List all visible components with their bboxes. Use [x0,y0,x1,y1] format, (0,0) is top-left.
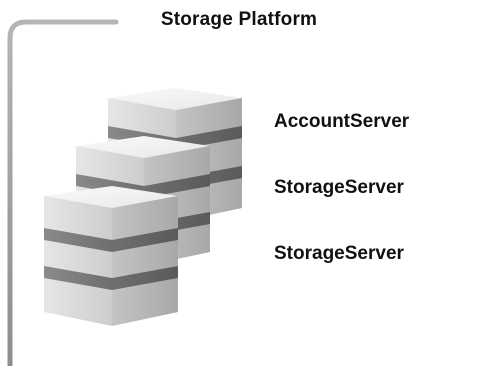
storage-server-label-1: StorageServer [274,177,404,198]
cube-top [108,88,242,110]
frame-left-border [7,19,119,366]
cube-band [44,266,112,290]
panel-title: Storage Platform [122,9,356,31]
storage-server-label-2: StorageServer [274,243,404,264]
cube-band [112,228,178,252]
cube-band [144,174,210,198]
cube-band [112,266,178,290]
cube-band [44,228,112,252]
cube-front [44,196,112,326]
account-server-label: AccountServer [274,111,410,132]
cube-top [44,186,178,208]
cube-side [112,196,178,326]
storage-server-cube-2 [44,186,178,326]
cube-top [76,136,210,158]
